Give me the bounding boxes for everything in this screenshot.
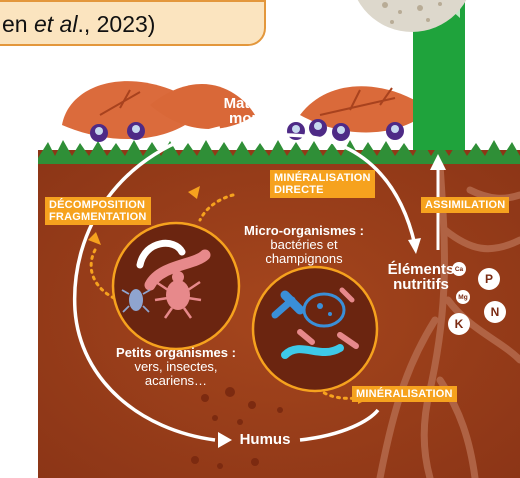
elements-line1: Éléments <box>384 262 458 277</box>
tag-mineralisation-directe-line2: DIRECTE <box>274 184 371 196</box>
micro-title: Micro-organismes : <box>230 224 378 238</box>
citation-suffix: ., 2023) <box>77 11 155 37</box>
nutrient-ca-badge: Ca <box>452 262 466 276</box>
label-matieres: Matières <box>214 96 294 111</box>
petits-line2: acariens… <box>108 374 244 388</box>
tag-decomposition-line2: FRAGMENTATION <box>49 211 147 223</box>
citation-box: en et al., 2023) <box>0 0 266 46</box>
tag-assimilation: ASSIMILATION <box>421 197 509 213</box>
elements-line2: nutritifs <box>384 277 458 292</box>
micro-line2: champignons <box>230 252 378 266</box>
citation-text: en et al., 2023) <box>2 11 155 38</box>
citation-etal: et al <box>34 11 77 37</box>
label-humus: Humus <box>235 432 295 447</box>
nutrient-n-badge: N <box>484 301 506 323</box>
tag-mineralisation: MINÉRALISATION <box>352 386 457 402</box>
micro-line1: bactéries et <box>230 238 378 252</box>
label-matieres-mortes: Matières mortes <box>214 96 294 126</box>
petits-line1: vers, insectes, <box>108 360 244 374</box>
citation-prefix: en <box>2 11 34 37</box>
small-organisms-circle <box>113 223 239 349</box>
label-micro-organismes: Micro-organismes : bactéries et champign… <box>230 224 378 266</box>
label-petits-organismes: Petits organismes : vers, insectes, acar… <box>108 346 244 388</box>
nutrient-mg-badge: Mg <box>456 290 470 304</box>
label-mortes: mortes <box>214 111 294 126</box>
micro-organisms-circle <box>253 267 377 391</box>
tag-mineralisation-directe: MINÉRALISATION DIRECTE <box>270 170 375 198</box>
tag-decomposition-line1: DÉCOMPOSITION <box>49 199 147 211</box>
tag-decomposition: DÉCOMPOSITION FRAGMENTATION <box>45 197 151 225</box>
label-elements-nutritifs: Éléments nutritifs <box>384 262 458 292</box>
tag-mineralisation-directe-line1: MINÉRALISATION <box>274 172 371 184</box>
petits-title: Petits organismes : <box>108 346 244 360</box>
nutrient-k-badge: K <box>448 313 470 335</box>
nutrient-p-badge: P <box>478 268 500 290</box>
